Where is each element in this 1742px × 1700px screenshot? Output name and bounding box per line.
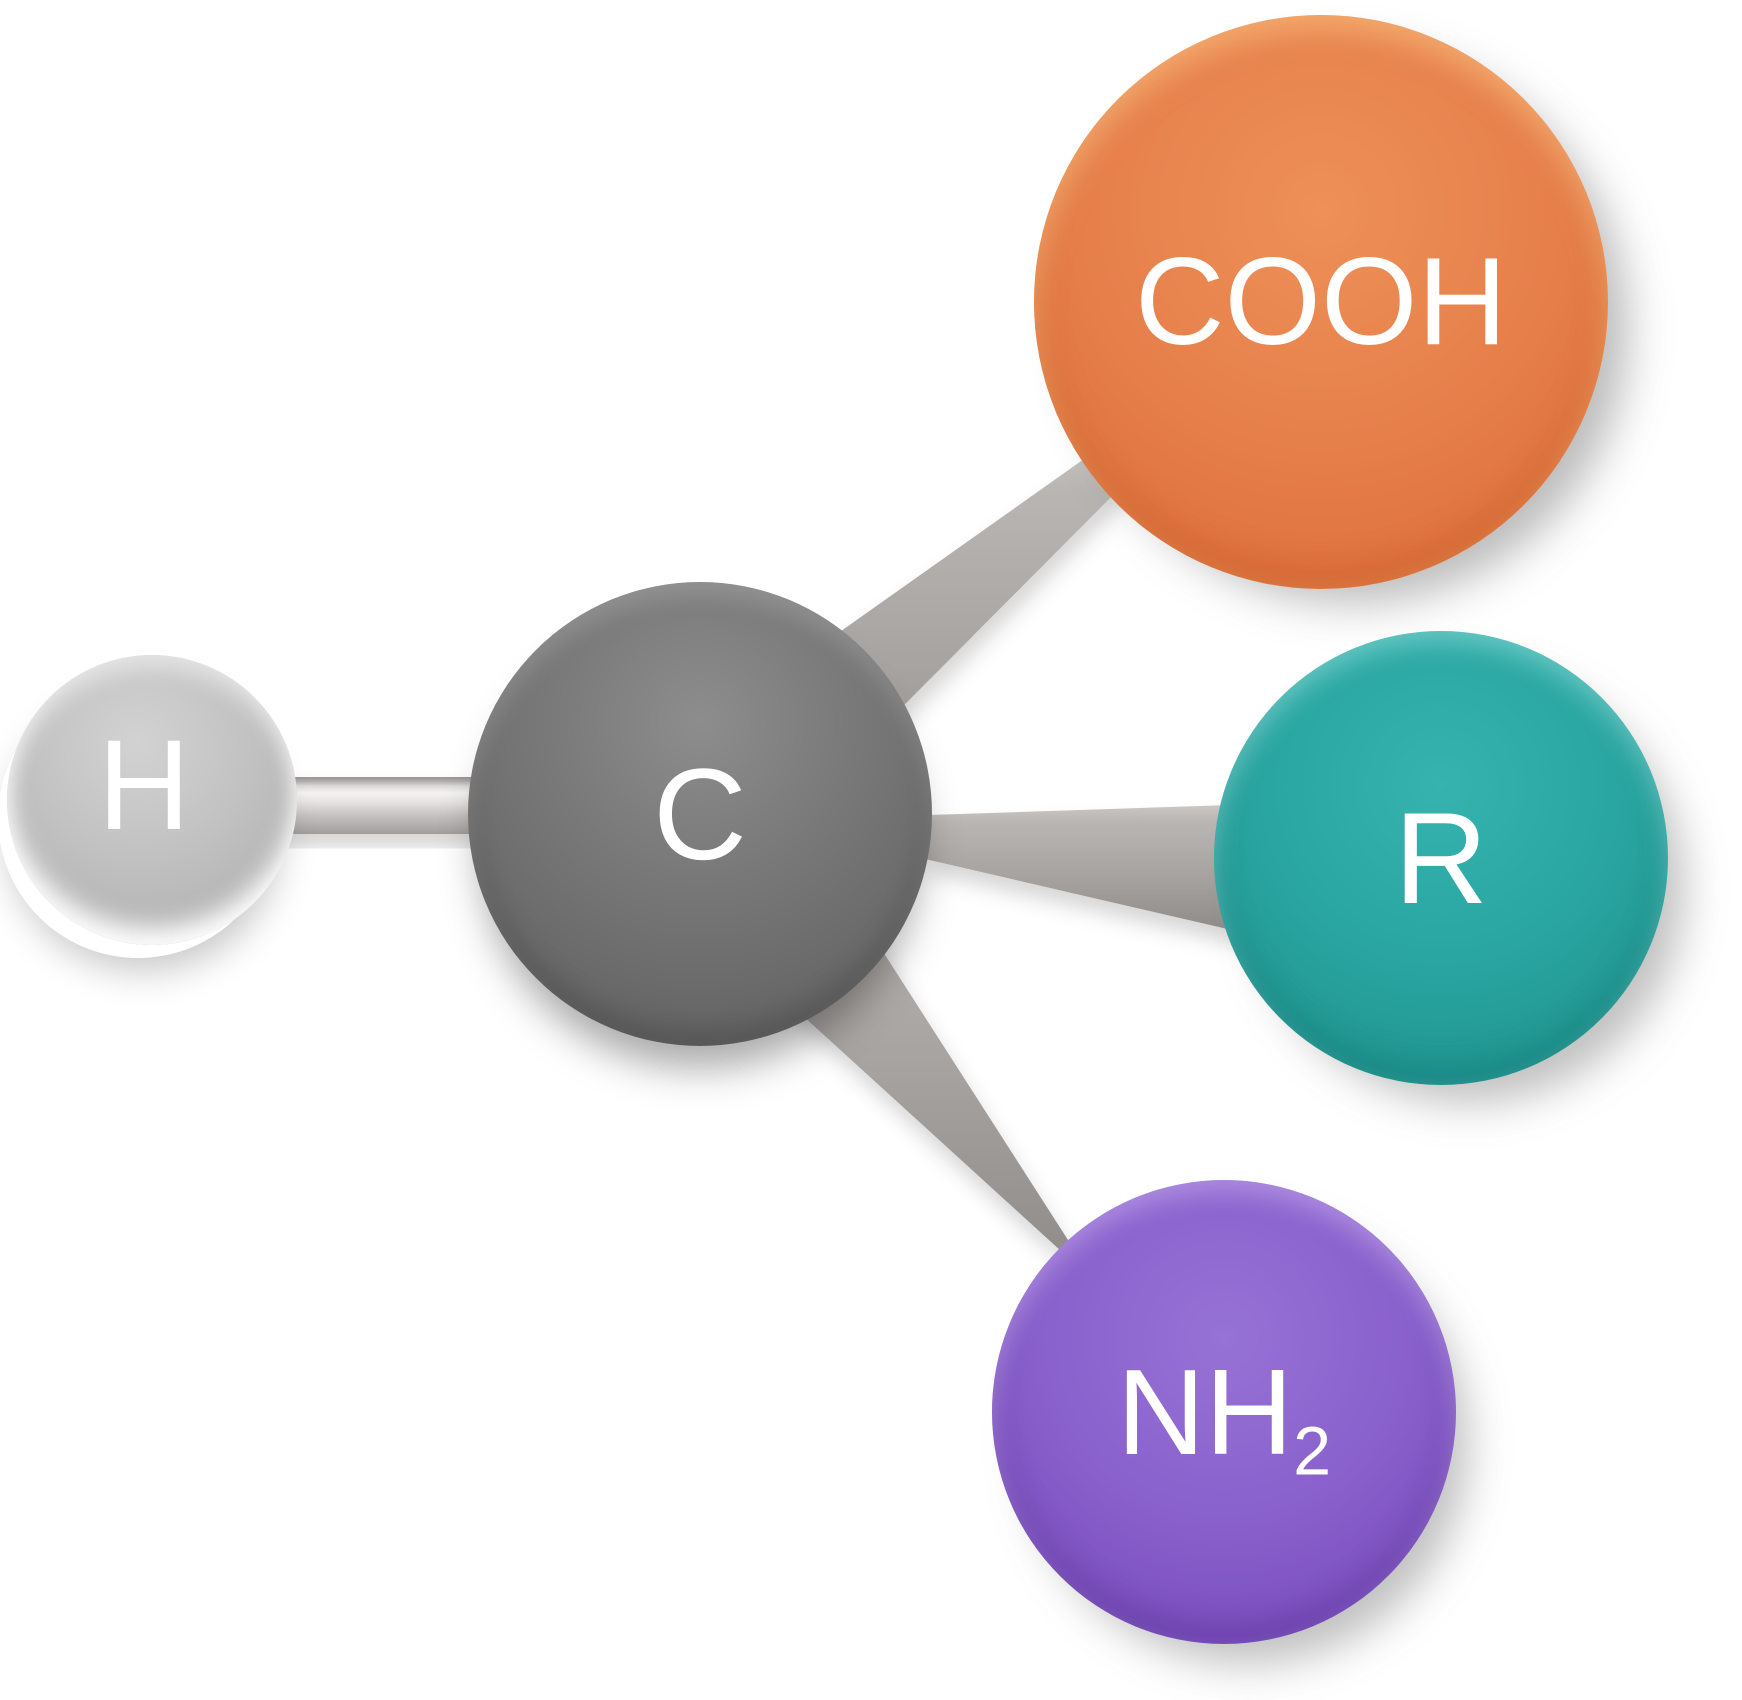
node-carboxyl: COOH [1034,15,1608,589]
sphere-sheen [1034,15,1608,589]
sphere-sheen [1214,631,1668,1085]
sphere-sheen [468,582,932,1046]
node-label-amino: NH2 [1117,1351,1331,1486]
bond-c-r [925,804,1261,934]
node-label-carbon: C [653,741,747,887]
node-amino: NH2 [992,1180,1456,1644]
node-hydrogen: H [7,655,297,945]
node-label-r-group: R [1394,785,1488,931]
node-r-group: R [1214,631,1668,1085]
node-label-carboxyl: COOH [1135,233,1507,371]
node-label-hydrogen: H [97,714,191,857]
node-label-amino-main: NH [1116,1344,1294,1480]
sphere-sheen [992,1180,1456,1644]
node-carbon: C [468,582,932,1046]
node-label-amino-subscript: 2 [1293,1413,1332,1490]
